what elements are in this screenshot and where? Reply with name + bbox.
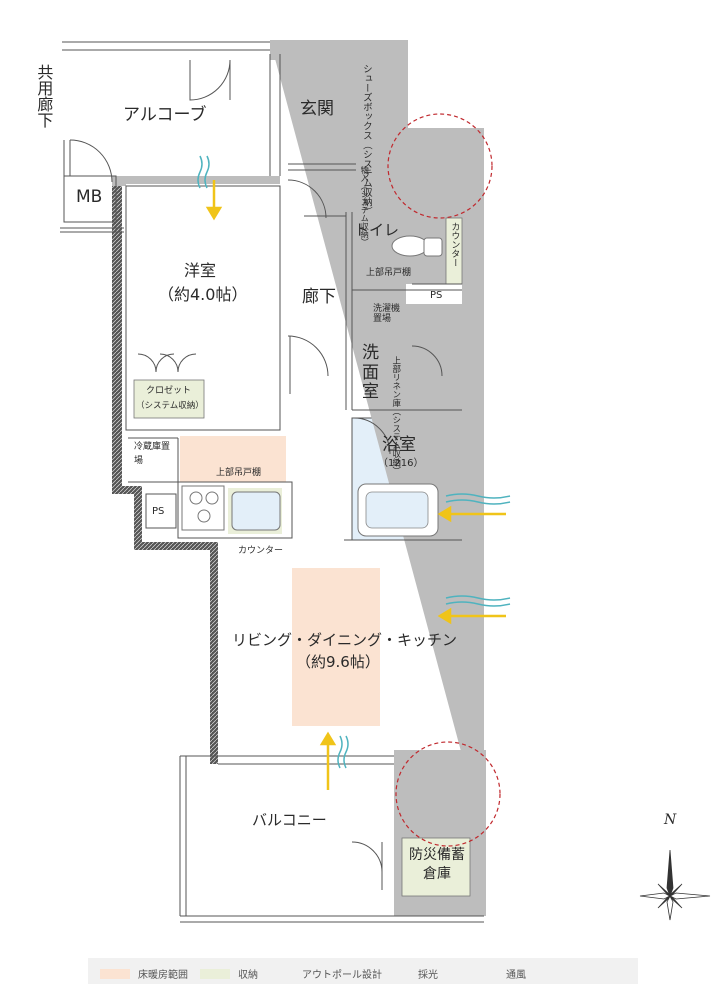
- western-room-size: （約4.0帖）: [158, 285, 248, 304]
- bathroom-label: 浴室: [382, 435, 416, 455]
- floor-heating-kitchen: [180, 436, 286, 482]
- balcony-label: バルコニー: [252, 811, 327, 829]
- entrance-wall: [270, 40, 408, 54]
- compass: [639, 849, 711, 921]
- entrance-wall-left: [270, 40, 280, 60]
- closet-label: クロゼット: [146, 386, 192, 396]
- ps-top-label: PS: [430, 290, 443, 301]
- upper-shelf-toilet-label: 上部吊戸棚: [366, 268, 412, 278]
- stove: [181, 485, 225, 531]
- ldk-label: リビング・ダイニング・キッチン: [232, 631, 458, 649]
- mb-wall: [112, 176, 126, 186]
- washer-label: 洗濯機置場: [373, 304, 401, 325]
- toilet-label: トイレ: [354, 221, 400, 239]
- entrance-label: 玄関: [300, 99, 334, 119]
- ldk-size: （約9.6帖）: [296, 653, 380, 671]
- legend-floor-heating: 床暖房範囲: [100, 966, 188, 981]
- common-corridor-label: 共用廊下: [34, 64, 54, 128]
- closet-area: [133, 379, 205, 419]
- right-wall-strip: [462, 200, 484, 760]
- upper-shelf-kitchen-label: 上部吊戸棚: [216, 468, 262, 478]
- outpole-circle-top: [387, 113, 493, 219]
- entrance-wall-right: [398, 40, 408, 140]
- western-room-label: 洋室: [184, 261, 217, 280]
- shoebox-label: シューズボックス（システム収納）: [360, 64, 372, 216]
- alcove-bottom-wall: [120, 176, 280, 184]
- legend-outpole: アウトポール設計: [302, 970, 382, 981]
- north-label: N: [664, 812, 677, 828]
- storage-room-label: 防災備蓄倉庫: [409, 847, 465, 882]
- legend-storage: 収納: [200, 966, 258, 981]
- corridor-label: 廊下: [302, 287, 336, 307]
- legend: 床暖房範囲 収納 アウトポール設計 採光 通風: [88, 958, 638, 984]
- fridge-label: 冷蔵庫置場: [134, 442, 171, 467]
- floor-heating-ldk: [292, 568, 380, 726]
- bathroom-size: （1216）: [378, 458, 424, 469]
- alcove-label: アルコーブ: [123, 105, 207, 125]
- counter-kitchen-label: カウンター: [238, 546, 284, 556]
- linen-label: 上部リネン庫（システム収納）: [390, 356, 401, 475]
- legend-light: 採光: [418, 970, 438, 981]
- washroom-label: 洗面室: [362, 343, 379, 403]
- mb-label: MB: [76, 187, 103, 207]
- counter-toilet-label: カウンター: [449, 222, 460, 267]
- outpole-circle-bottom: [395, 741, 501, 847]
- closet-sub-label: （システム収納）: [136, 401, 204, 411]
- closet-small-label: 物入（システム収納）: [360, 166, 370, 246]
- kitchen-sink: [231, 491, 281, 531]
- ps-kitchen-label: PS: [152, 506, 165, 517]
- legend-wind: 通風: [506, 970, 526, 981]
